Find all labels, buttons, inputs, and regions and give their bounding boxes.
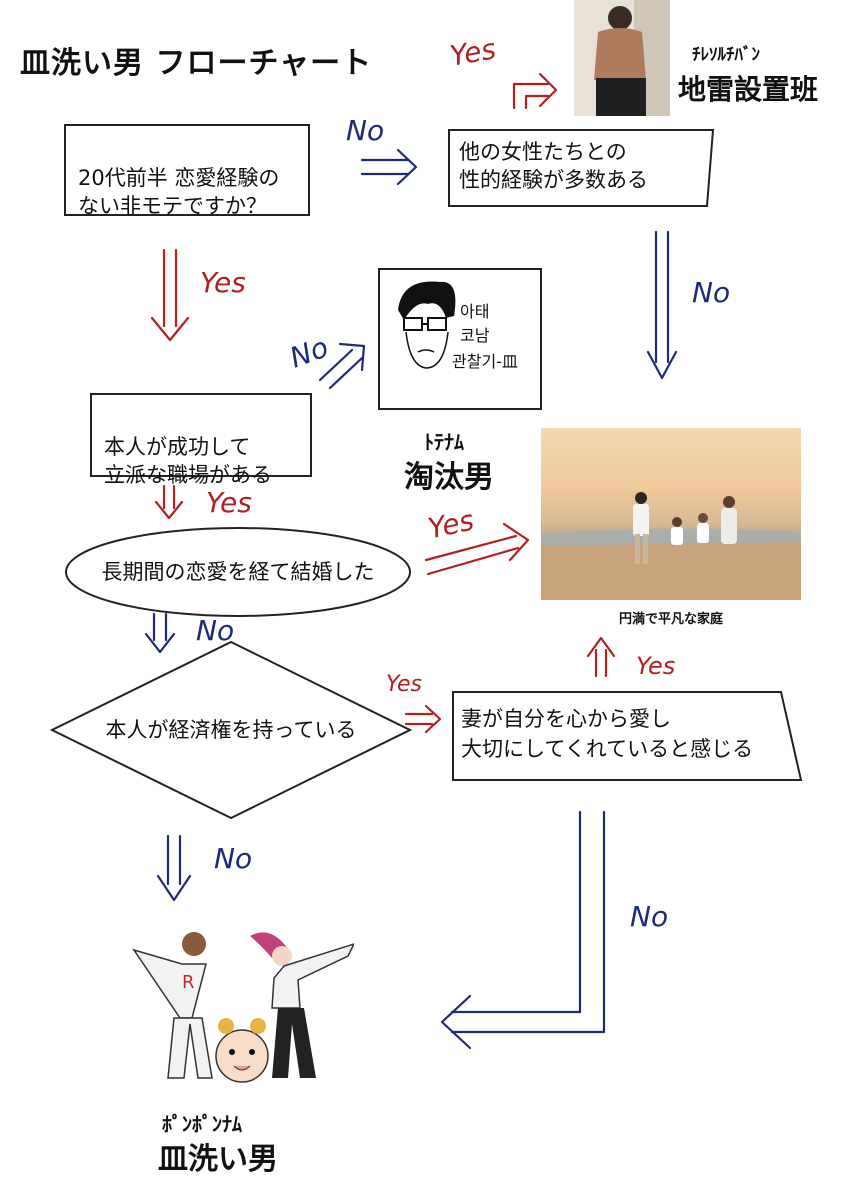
question-box-q2: 他の女性たちとの 性的経験が多数ある (447, 128, 715, 208)
label-q3-q4-yes: Yes (206, 486, 252, 519)
sketch-text-3: 관찰기-皿 (452, 352, 518, 371)
muscular-man-icon (574, 0, 670, 116)
result-sketch-frame-r2: 아태 코남 관찰기-皿 (378, 268, 542, 410)
question-text-q3: 本人が成功して 立派な職場がある (104, 435, 272, 487)
result-illustration-r4: R (132, 928, 354, 1096)
arrow-q6-to-r4-no (440, 810, 606, 1050)
svg-text:R: R (182, 972, 195, 993)
question-text-q2: 他の女性たちとの 性的経験が多数ある (459, 140, 648, 192)
page-title: 皿洗い男 フローチャート (20, 46, 373, 81)
label-q5-r4-no: No (214, 842, 253, 875)
question-text-q6: 妻が自分を心から愛し 大切にしてくれていると感じる (461, 707, 754, 761)
question-box-q3: 本人が成功して 立派な職場がある (90, 393, 312, 487)
question-box-q6: 妻が自分を心から愛し 大切にしてくれていると感じる (451, 690, 803, 782)
q4-ellipse-shape (65, 527, 411, 617)
question-text-q1: 20代前半 恋愛経験の ない非モテですか？ (78, 166, 280, 218)
label-q6-r4-no: No (630, 900, 669, 933)
label-q5-q6-yes: Yes (386, 672, 423, 697)
result-small-r4: ﾎﾟﾝﾎﾟﾝﾅﾑ (162, 1112, 242, 1136)
q5-diamond-shape (50, 640, 412, 820)
label-q2-r3-no: No (692, 276, 731, 309)
label-q4-q5-no: No (196, 614, 235, 647)
q2-parallelogram (448, 129, 715, 207)
result-big-r4: 皿洗い男 (158, 1142, 278, 1177)
result-big-r2: 淘汰男 (404, 460, 494, 495)
cartoon-face-icon (398, 281, 456, 369)
arrow-q6-to-r3-yes (586, 636, 616, 678)
arrow-q2-to-r3-no (646, 230, 678, 380)
label-q3-r2-no: No (285, 330, 333, 375)
question-box-q1: 20代前半 恋愛経験の ない非モテですか？ (64, 124, 310, 218)
arrow-q2-to-r1-yes (512, 72, 558, 110)
result-big-r1: 地雷設置班 (678, 73, 819, 106)
question-text-q4: 長期間の恋愛を経て結婚した (101, 560, 375, 584)
result-caption-r3: 円満で平凡な家庭 (618, 612, 723, 627)
label-q2-r1-yes: Yes (447, 32, 499, 73)
arrow-q1-to-q3-yes (150, 248, 190, 342)
q6-parallelogram (452, 691, 803, 781)
team-rocket-family-icon: R (132, 932, 354, 1083)
result-small-r2: ﾄﾃﾅﾑ (424, 430, 464, 454)
label-q1-q3-yes: Yes (200, 266, 246, 299)
family-beach-icon (541, 492, 801, 600)
question-ellipse-q4: 長期間の恋愛を経て結婚した (64, 526, 412, 618)
result-small-r1: ﾁﾚｿﾙﾁﾊﾞﾝ (692, 45, 760, 65)
label-q1-q2-no: No (346, 114, 385, 147)
result-photo-r1 (574, 0, 670, 116)
result-photo-r3 (541, 428, 801, 600)
sketch-text-1: 아태 (460, 302, 490, 321)
question-text-q5: 本人が経済権を持っている (105, 718, 357, 742)
label-q4-r3-yes: Yes (425, 503, 477, 546)
arrow-q3-to-q4-yes (154, 484, 184, 520)
question-diamond-q5: 本人が経済権を持っている (50, 640, 412, 820)
arrow-q1-to-q2-no (360, 148, 418, 186)
label-q6-r3-yes: Yes (636, 652, 676, 680)
sketch-text-2: 코남 (460, 326, 490, 345)
arrow-q5-to-r4-no (156, 834, 192, 902)
